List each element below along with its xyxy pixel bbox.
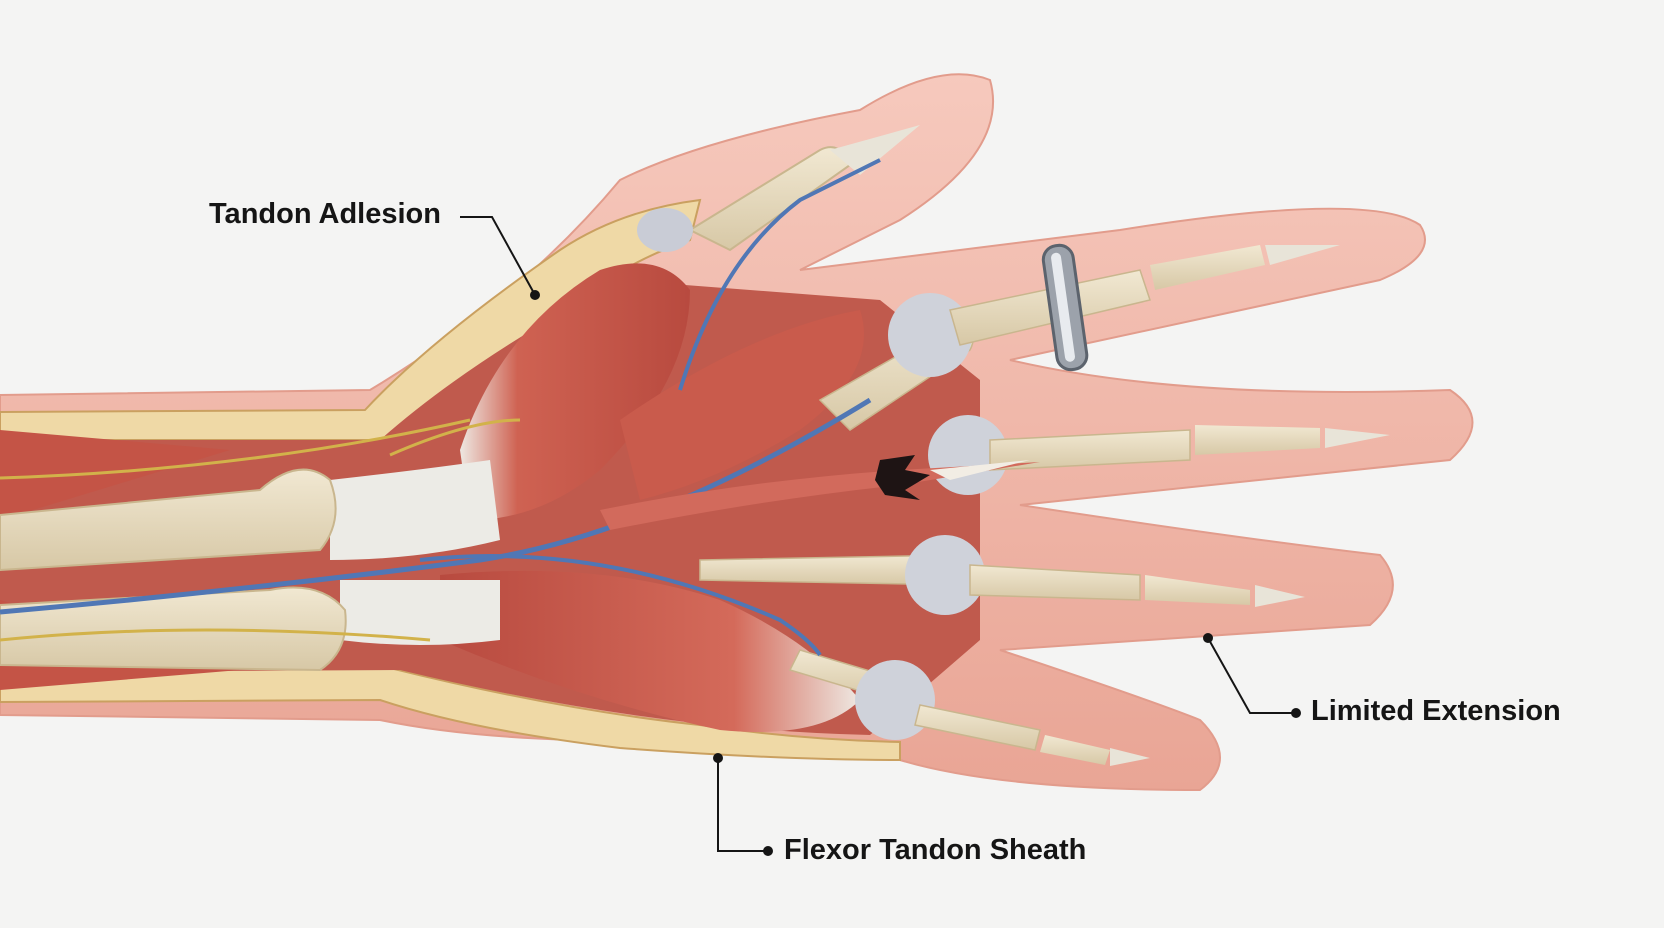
leader-dot-extension <box>1203 633 1213 643</box>
lumbrical-muscle <box>620 310 864 500</box>
thenar-muscle <box>460 263 690 520</box>
label-tendon-adhesion: Tandon Adlesion <box>209 198 441 230</box>
leader-line-extension <box>1207 637 1296 714</box>
tendon-tear <box>600 455 1040 530</box>
flexor-muscle <box>440 570 860 732</box>
thumb-bones <box>637 125 920 252</box>
tendon-band-lower <box>340 580 500 645</box>
leader-dot-sheath <box>713 753 723 763</box>
label-flexor-sheath: Flexor Tandon Sheath <box>784 834 1087 866</box>
leader-lines <box>460 216 1301 856</box>
vessels <box>0 158 881 657</box>
finger-ring <box>1041 243 1089 372</box>
label-limited-extension: Limited Extension <box>1311 695 1561 727</box>
leader-line-adhesion <box>460 216 536 296</box>
leader-line-sheath <box>717 758 768 852</box>
leader-dot-adhesion <box>530 290 540 300</box>
tendon-band-upper <box>330 460 500 560</box>
